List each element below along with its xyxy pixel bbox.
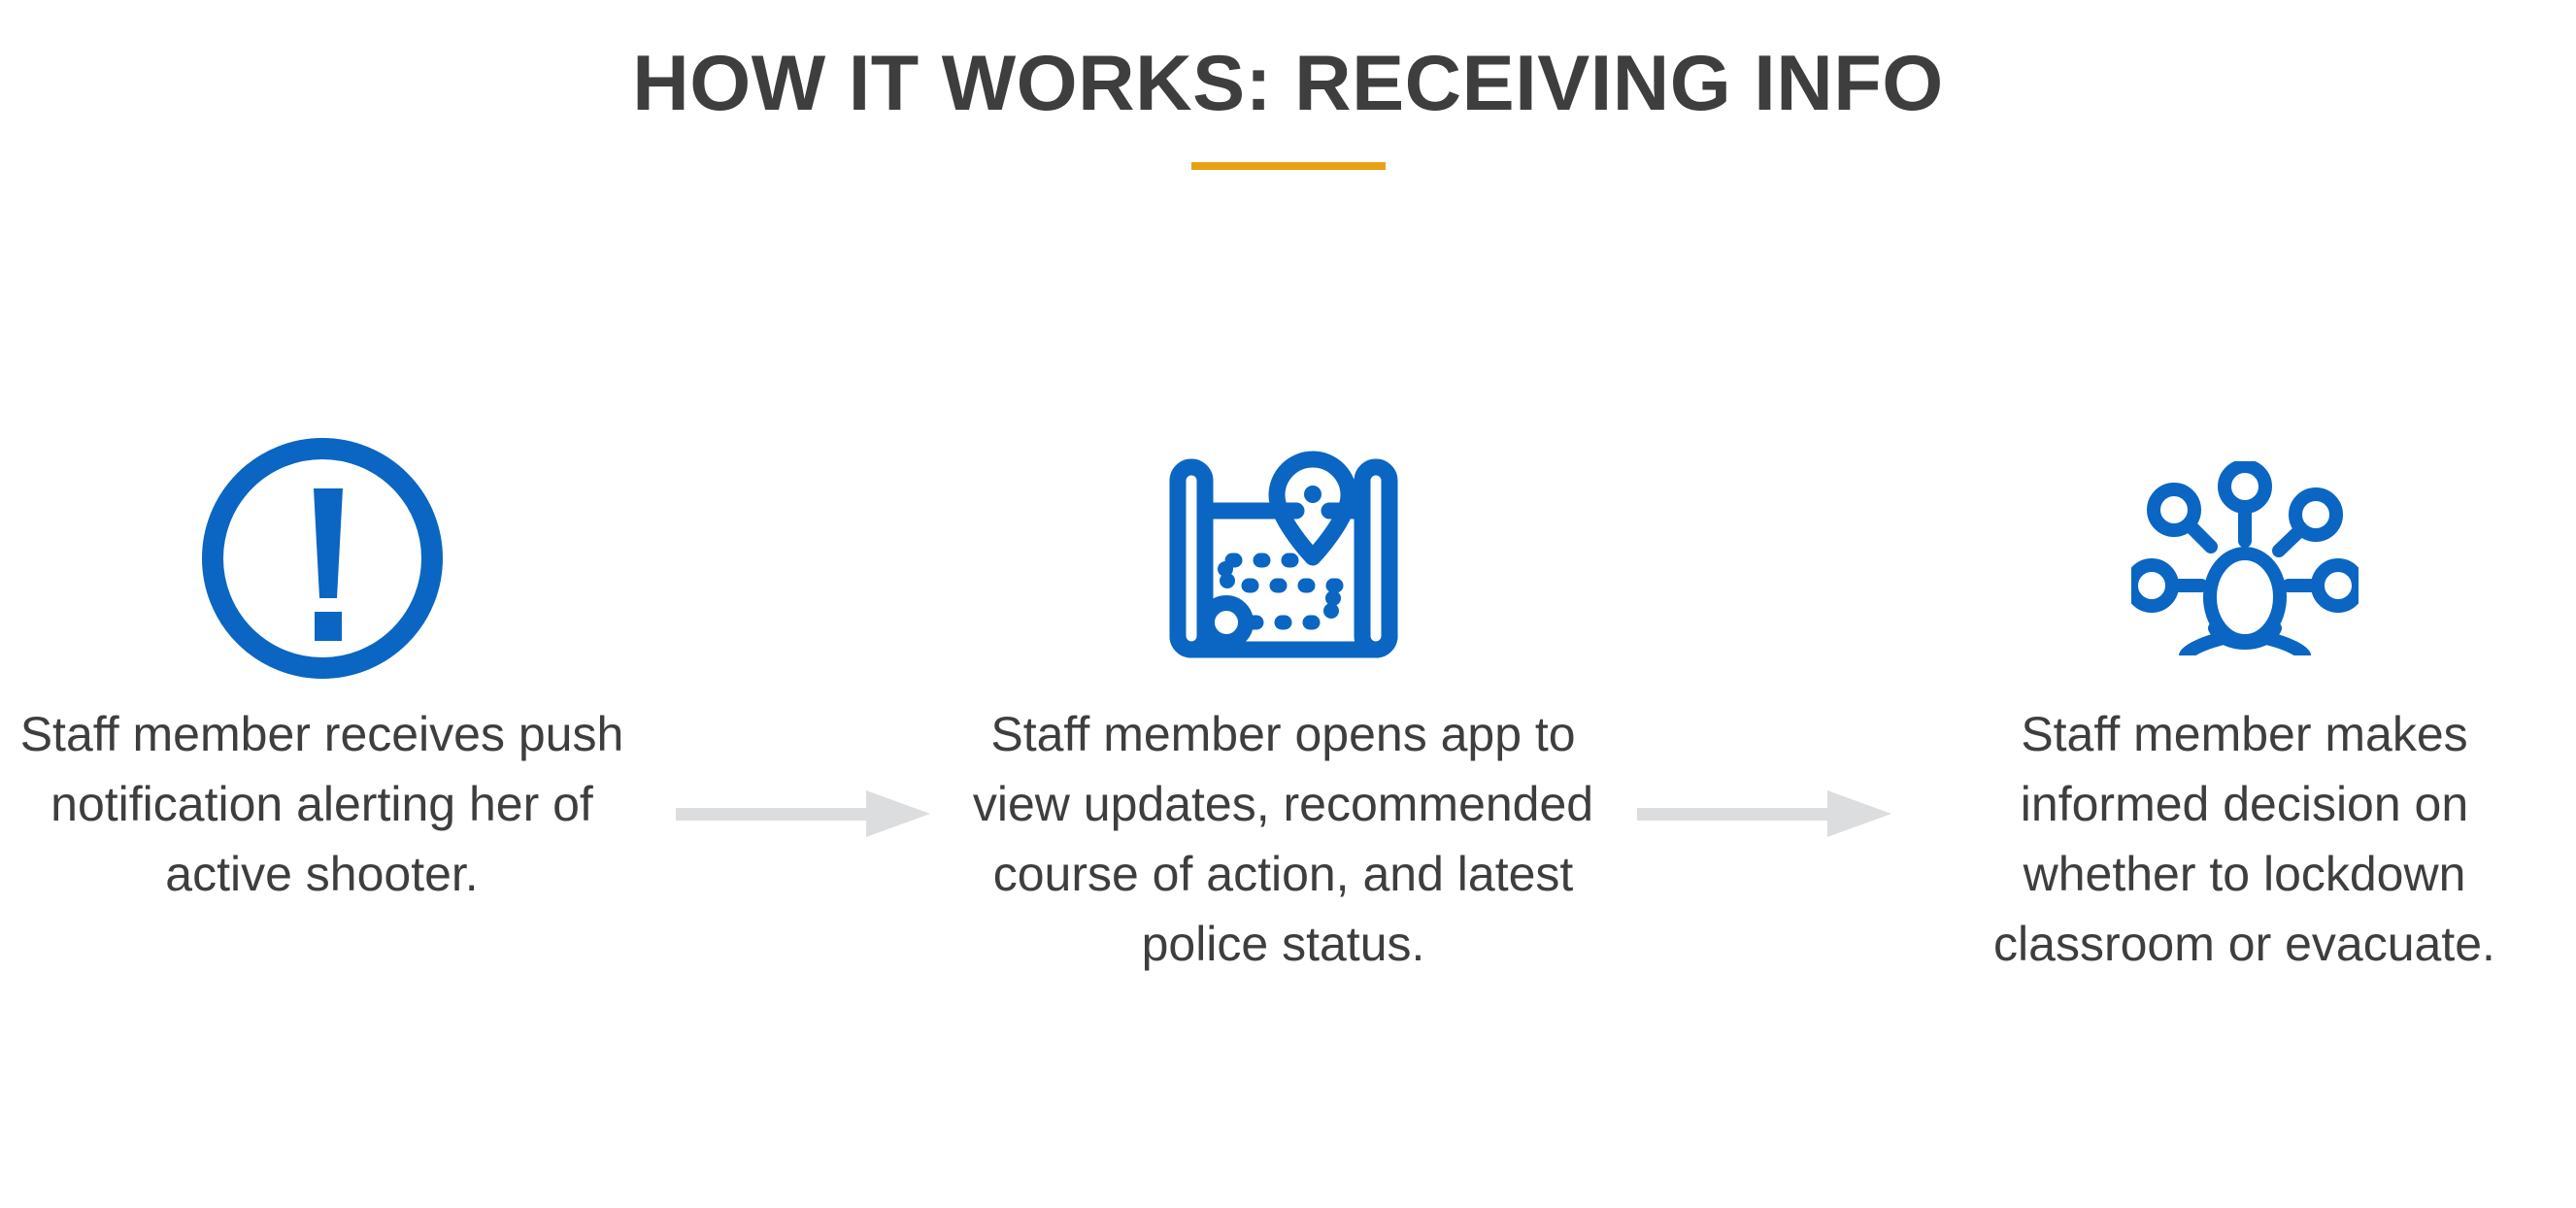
page-title: HOW IT WORKS: RECEIVING INFO — [632, 40, 1944, 127]
arrow-right-icon — [1636, 790, 1891, 837]
step-2-description: Staff member opens app to view updates, … — [972, 707, 1594, 971]
title-underline-rule — [1190, 162, 1386, 170]
step-3-icon-slot — [1905, 418, 2576, 699]
connector-1-slot — [662, 418, 944, 839]
step-3-description: Staff member makes informed decision on … — [1993, 707, 2495, 971]
alert-exclamation-circle-icon — [201, 438, 443, 679]
arrow-right-icon — [675, 790, 930, 837]
step-1-description: Staff member receives push notification … — [19, 707, 624, 901]
process-step-2: Staff member opens app to view updates, … — [944, 418, 1623, 979]
process-step-3: Staff member makes informed decision on … — [1905, 418, 2576, 979]
person-network-nodes-icon — [2130, 461, 2359, 655]
process-flow: Staff member receives push notification … — [0, 418, 2576, 1156]
step-1-icon-slot — [0, 418, 662, 699]
map-route-pin-icon — [1169, 451, 1397, 658]
step-2-icon-slot — [944, 418, 1623, 699]
connector-2-slot — [1623, 418, 1905, 839]
process-step-1: Staff member receives push notification … — [0, 418, 662, 909]
header: HOW IT WORKS: RECEIVING INFO — [0, 0, 2576, 170]
